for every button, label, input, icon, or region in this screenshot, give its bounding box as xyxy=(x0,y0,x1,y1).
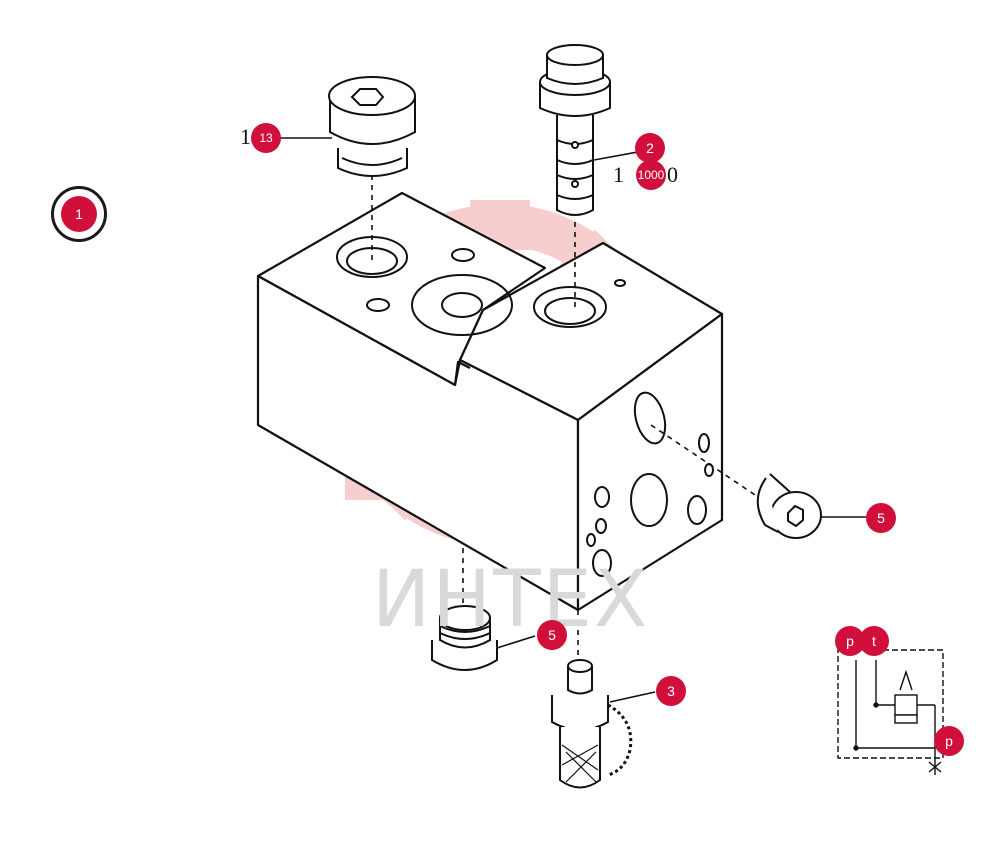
leader-lines xyxy=(280,137,866,703)
cartridge-valve-part-2 xyxy=(539,44,611,216)
callout-13[interactable]: 13 xyxy=(251,123,281,153)
callout-5-bottom[interactable]: 5 xyxy=(537,620,567,650)
main-callout-label: 1 xyxy=(61,196,97,232)
test-coupling-part-3 xyxy=(551,659,633,789)
plug-part-5-right xyxy=(756,473,822,539)
printed-number-right-suffix: 0 xyxy=(667,162,678,187)
plug-part-5-bottom xyxy=(431,605,498,671)
schematic-port-p-bottom[interactable]: p xyxy=(934,726,964,756)
valve-block xyxy=(256,191,724,612)
main-callout-badge[interactable]: 1 xyxy=(51,186,107,242)
callout-5-right[interactable]: 5 xyxy=(866,503,896,533)
printed-number-right-prefix: 1 xyxy=(613,162,624,187)
assembly-guide-lines xyxy=(371,175,771,660)
plug-part-13 xyxy=(328,76,416,177)
callout-3[interactable]: 3 xyxy=(656,676,686,706)
watermark-text: ИНТЕХ xyxy=(372,555,650,645)
hydraulic-schematic xyxy=(837,649,944,775)
callout-2[interactable]: 2 xyxy=(635,133,665,163)
schematic-port-t[interactable]: t xyxy=(859,626,889,656)
block-ports xyxy=(336,236,714,577)
callout-1000[interactable]: 1000 xyxy=(636,160,666,190)
printed-number-left: 1 xyxy=(240,124,251,149)
